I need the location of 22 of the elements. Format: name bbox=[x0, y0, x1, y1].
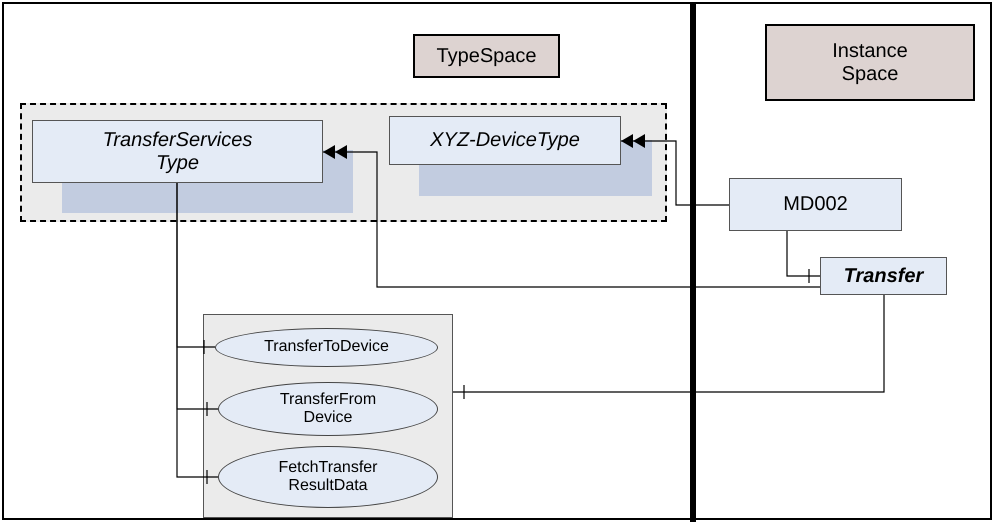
connector bbox=[176, 183, 218, 485]
space-label-box bbox=[413, 34, 560, 78]
node-label: XYZ-DeviceType bbox=[429, 129, 581, 152]
connector bbox=[323, 145, 820, 288]
object-box bbox=[32, 120, 323, 183]
node-label: TransferToDevice bbox=[263, 338, 390, 357]
connector bbox=[786, 231, 820, 284]
node-label: Transfer bbox=[842, 264, 926, 288]
node-label: TransferServices Type bbox=[102, 128, 254, 174]
connector bbox=[453, 295, 885, 400]
connector bbox=[621, 134, 729, 206]
group-box bbox=[203, 314, 453, 518]
node-label: FetchTransfer ResultData bbox=[278, 458, 378, 496]
node-label: MD002 bbox=[782, 193, 849, 216]
group-box bbox=[20, 103, 667, 222]
object-box bbox=[729, 178, 902, 231]
object-box bbox=[820, 257, 947, 295]
space-label-box bbox=[765, 24, 975, 101]
node-label: TypeSpace bbox=[435, 44, 538, 68]
node-label: Instance Space bbox=[831, 40, 909, 86]
node-label: TransferFrom Device bbox=[278, 390, 378, 428]
object-box bbox=[389, 116, 621, 165]
